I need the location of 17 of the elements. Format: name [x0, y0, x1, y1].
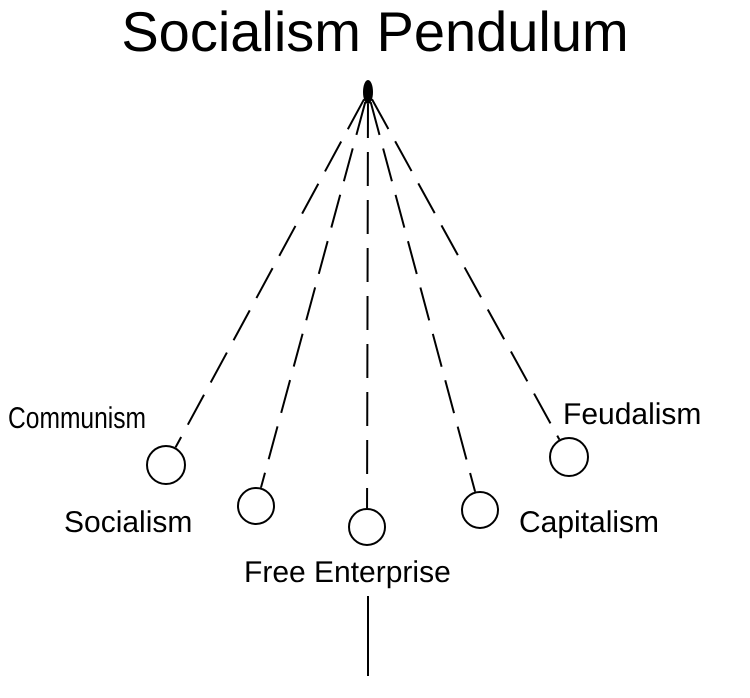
bob-label: Free Enterprise	[244, 558, 451, 588]
title: Socialism Pendulum	[120, 4, 630, 60]
bob-label: Capitalism	[519, 508, 660, 538]
bob-label: Socialism	[64, 508, 192, 538]
pendulum-bob	[461, 491, 499, 529]
pendulum-bob	[348, 508, 386, 546]
bob-label: Communism	[8, 404, 146, 434]
pendulum-bob	[549, 437, 589, 477]
pendulum-bob	[146, 445, 186, 485]
pendulum-string	[366, 104, 369, 508]
pivot-point	[363, 80, 373, 104]
pendulum-string	[174, 98, 365, 448]
pendulum-string	[371, 98, 560, 440]
pendulum-string	[370, 102, 476, 492]
pendulum-bob	[237, 487, 275, 525]
bob-label: Feudalism	[563, 400, 702, 430]
pendulum-string	[260, 102, 366, 488]
